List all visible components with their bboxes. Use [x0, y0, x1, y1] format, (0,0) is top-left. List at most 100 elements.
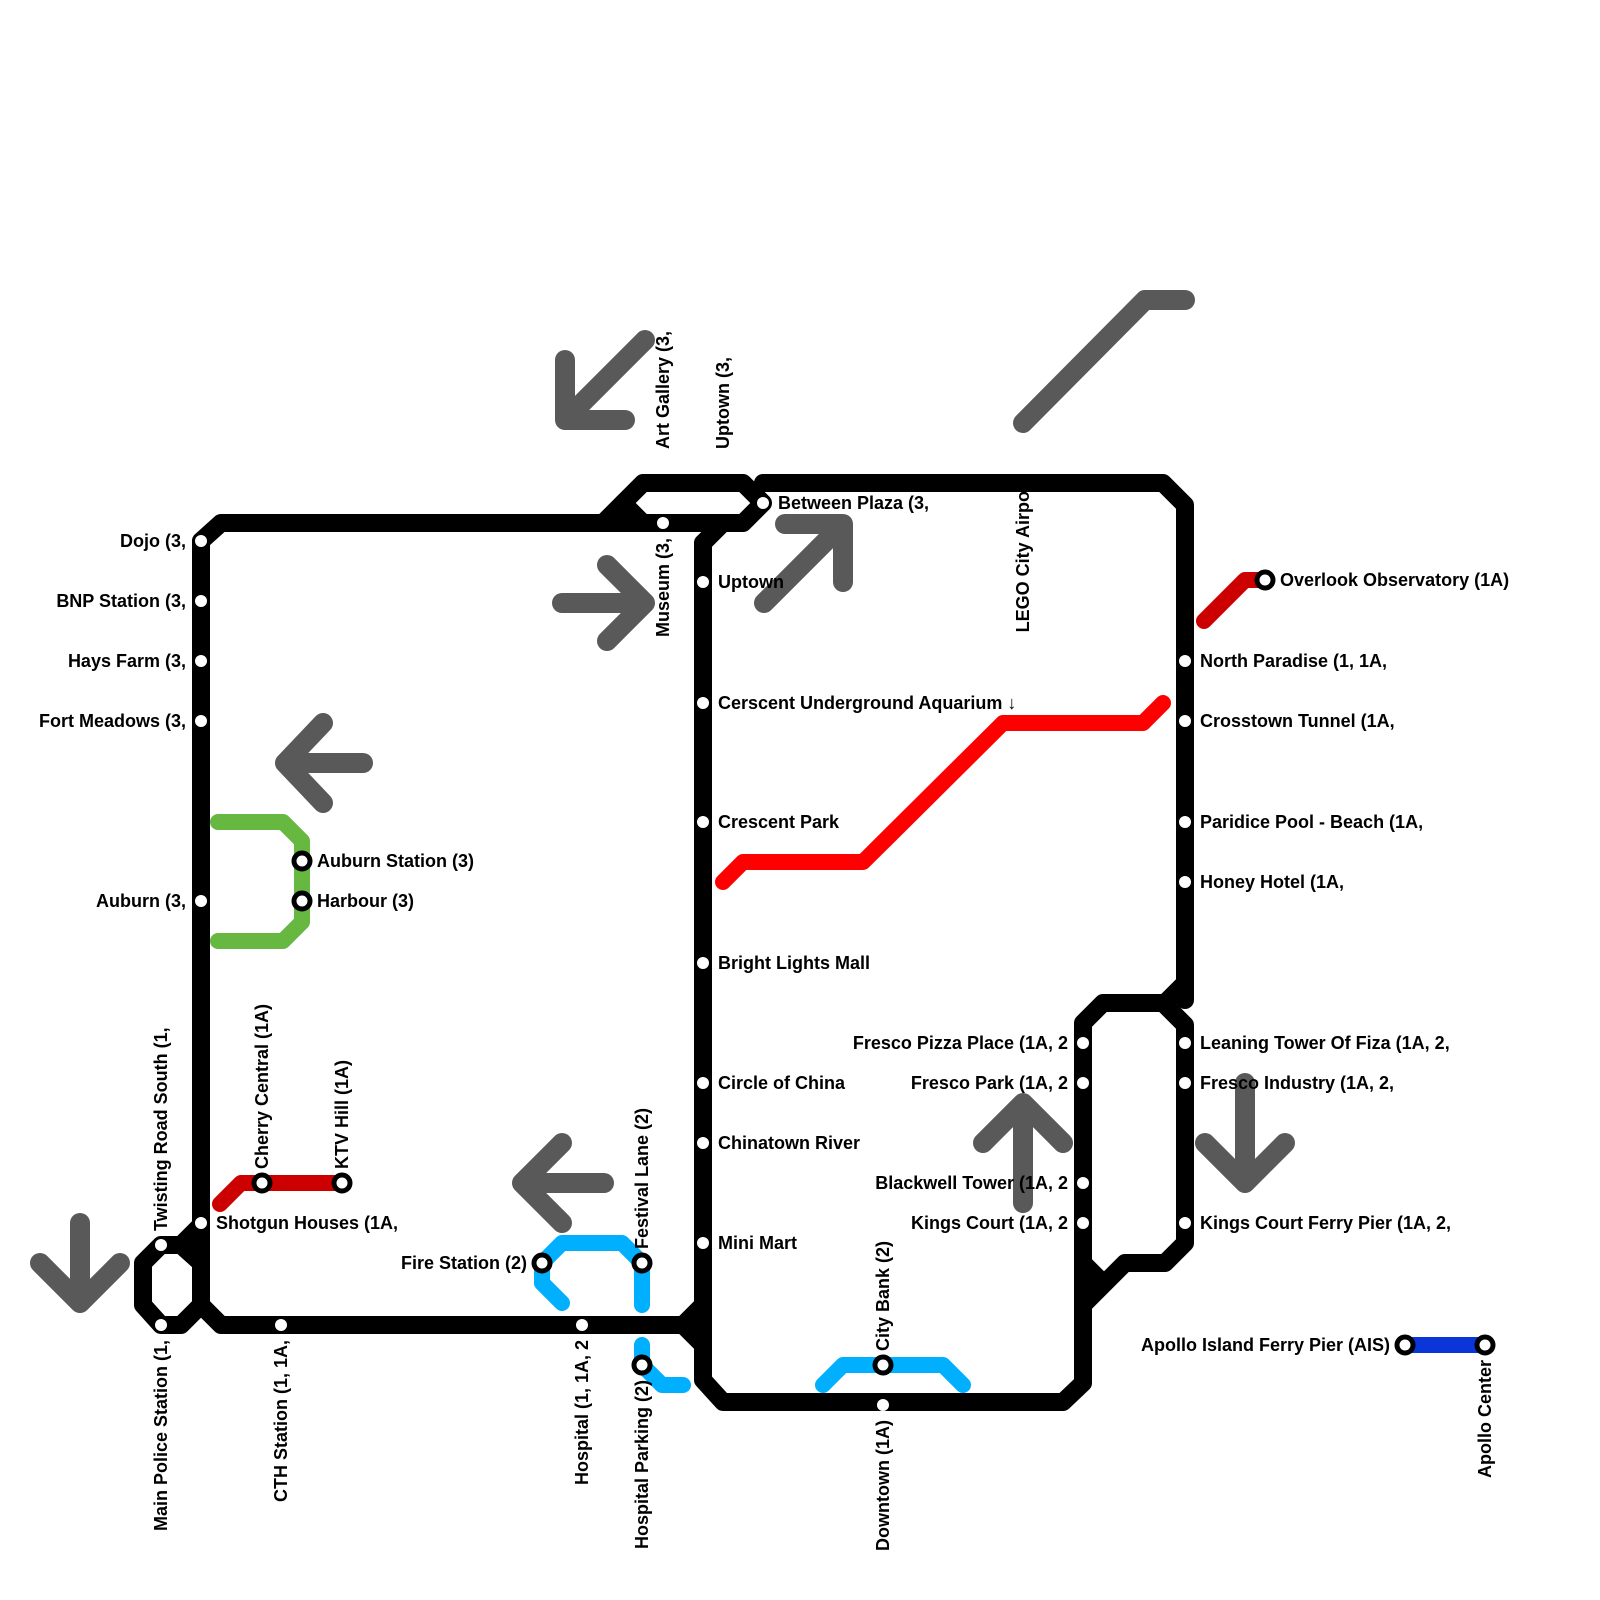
arrow-down-icon — [30, 1213, 130, 1313]
station-label-fresco-pizza-place: Fresco Pizza Place (1A, 2 — [853, 1033, 1068, 1053]
station-label-apollo-island-ferry-pier: Apollo Island Ferry Pier (AIS) — [1141, 1335, 1390, 1355]
arrow-up-right-icon — [1013, 290, 1195, 433]
station-label-hospital-parking: Hospital Parking (2) — [632, 1380, 652, 1549]
station-label-chinatown-river: Chinatown River — [718, 1133, 860, 1153]
station-label-bnp-station: BNP Station (3, — [56, 591, 186, 611]
station-labels: Dojo (3, BNP Station (3, Hays Farm (3, F… — [39, 331, 1509, 1551]
station-dot[interactable] — [1077, 1037, 1089, 1049]
station-label-circle-of-china: Circle of China — [718, 1073, 846, 1093]
station-label-shotgun-houses: Shotgun Houses (1A, — [216, 1213, 398, 1233]
station-label-leaning-tower: Leaning Tower Of Fiza (1A, 2, — [1200, 1033, 1450, 1053]
station-dot[interactable] — [657, 517, 669, 529]
green-line — [210, 814, 310, 949]
station-label-paridice-pool: Paridice Pool - Beach (1A, — [1200, 812, 1423, 832]
station-dot[interactable] — [697, 576, 709, 588]
station-label-honey-hotel: Honey Hotel (1A, — [1200, 872, 1344, 892]
station-dot[interactable] — [1179, 1217, 1191, 1229]
station-label-overlook-observatory: Overlook Observatory (1A) — [1280, 570, 1509, 590]
interchange-station[interactable] — [1254, 569, 1276, 591]
station-markers — [155, 457, 1496, 1411]
station-label-dojo: Dojo (3, — [120, 531, 186, 551]
station-label-cherry-central: Cherry Central (1A) — [252, 1004, 272, 1169]
station-label-uptown: Uptown — [718, 572, 784, 592]
station-dot[interactable] — [1179, 655, 1191, 667]
station-label-fire-station: Fire Station (2) — [401, 1253, 527, 1273]
arrow-down-icon — [1195, 1073, 1295, 1193]
station-dot[interactable] — [195, 655, 207, 667]
station-dot[interactable] — [576, 1319, 588, 1331]
dark-red-line-west — [212, 1175, 350, 1212]
station-dot[interactable] — [697, 1077, 709, 1089]
station-label-hospital: Hospital (1, 1A, 2 — [572, 1340, 592, 1485]
station-dot[interactable] — [1017, 457, 1029, 469]
interchange-station[interactable] — [291, 850, 313, 872]
station-label-fort-meadows: Fort Meadows (3, — [39, 711, 186, 731]
interchange-station[interactable] — [631, 1354, 653, 1376]
station-dot[interactable] — [717, 457, 729, 469]
interchange-station[interactable] — [631, 1252, 653, 1274]
station-dot[interactable] — [697, 1237, 709, 1249]
station-dot[interactable] — [1179, 1037, 1191, 1049]
arrow-right-icon — [552, 555, 655, 651]
station-dot[interactable] — [195, 1217, 207, 1229]
direction-arrows — [30, 290, 1295, 1313]
interchange-station[interactable] — [872, 1354, 894, 1376]
station-label-art-gallery: Art Gallery (3, — [653, 331, 673, 449]
station-label-kings-court-ferry-pier: Kings Court Ferry Pier (1A, 2, — [1200, 1213, 1451, 1233]
station-label-mini-mart: Mini Mart — [718, 1233, 797, 1253]
station-dot[interactable] — [697, 1137, 709, 1149]
station-label-crosstown-tunnel: Crosstown Tunnel (1A, — [1200, 711, 1395, 731]
station-dot[interactable] — [1077, 1177, 1089, 1189]
station-dot[interactable] — [1179, 1077, 1191, 1089]
station-label-between-plaza: Between Plaza (3, — [778, 493, 929, 513]
station-label-festival-lane: Festival Lane (2) — [632, 1108, 652, 1249]
station-label-cth-station: CTH Station (1, 1A, — [271, 1340, 291, 1502]
station-dot[interactable] — [697, 697, 709, 709]
station-label-main-police-station: Main Police Station (1, — [151, 1340, 171, 1531]
station-dot[interactable] — [195, 535, 207, 547]
interchange-station[interactable] — [531, 1252, 553, 1274]
station-dot[interactable] — [275, 1319, 287, 1331]
station-dot[interactable] — [195, 895, 207, 907]
station-label-crescent-park: Crescent Park — [718, 812, 840, 832]
station-dot[interactable] — [1179, 816, 1191, 828]
red-line — [715, 695, 1171, 890]
station-dot[interactable] — [1077, 1077, 1089, 1089]
station-dot[interactable] — [195, 715, 207, 727]
station-dot[interactable] — [697, 957, 709, 969]
station-label-fresco-park: Fresco Park (1A, 2 — [911, 1073, 1068, 1093]
station-label-apollo-center: Apollo Center — [1475, 1360, 1495, 1478]
station-dot[interactable] — [1179, 715, 1191, 727]
station-label-downtown: Downtown (1A) — [873, 1420, 893, 1551]
interchange-station[interactable] — [291, 890, 313, 912]
station-dot[interactable] — [657, 457, 669, 469]
station-label-uptown-top: Uptown (3, — [713, 357, 733, 449]
station-dot[interactable] — [195, 595, 207, 607]
arrow-left-icon — [275, 713, 373, 813]
arrow-up-right-icon — [754, 514, 853, 613]
station-dot[interactable] — [1077, 1217, 1089, 1229]
arrow-up-icon — [973, 1093, 1073, 1213]
station-dot[interactable] — [697, 816, 709, 828]
station-label-ktv-hill: KTV Hill (1A) — [332, 1060, 352, 1169]
station-label-city-bank: City Bank (2) — [873, 1241, 893, 1351]
station-dot[interactable] — [155, 1319, 167, 1331]
interchange-station[interactable] — [251, 1172, 273, 1194]
interchange-station[interactable] — [1474, 1334, 1496, 1356]
station-label-fresco-industry: Fresco Industry (1A, 2, — [1200, 1073, 1394, 1093]
station-dot[interactable] — [757, 497, 769, 509]
main-line — [134, 474, 1194, 1411]
interchange-station[interactable] — [331, 1172, 353, 1194]
arrow-down-left-icon — [555, 330, 655, 430]
station-label-auburn: Auburn (3, — [96, 891, 186, 911]
station-dot[interactable] — [877, 1399, 889, 1411]
station-dot[interactable] — [155, 1239, 167, 1251]
station-label-twisting-road-south: Twisting Road South (1, — [151, 1027, 171, 1231]
station-label-harbour: Harbour (3) — [317, 891, 414, 911]
arrow-left-icon — [512, 1133, 614, 1233]
interchange-station[interactable] — [1394, 1334, 1416, 1356]
station-label-lego-city-airport: LEGO City Airport — [1013, 478, 1033, 632]
station-dot[interactable] — [1179, 876, 1191, 888]
station-label-kings-court: Kings Court (1A, 2 — [911, 1213, 1068, 1233]
